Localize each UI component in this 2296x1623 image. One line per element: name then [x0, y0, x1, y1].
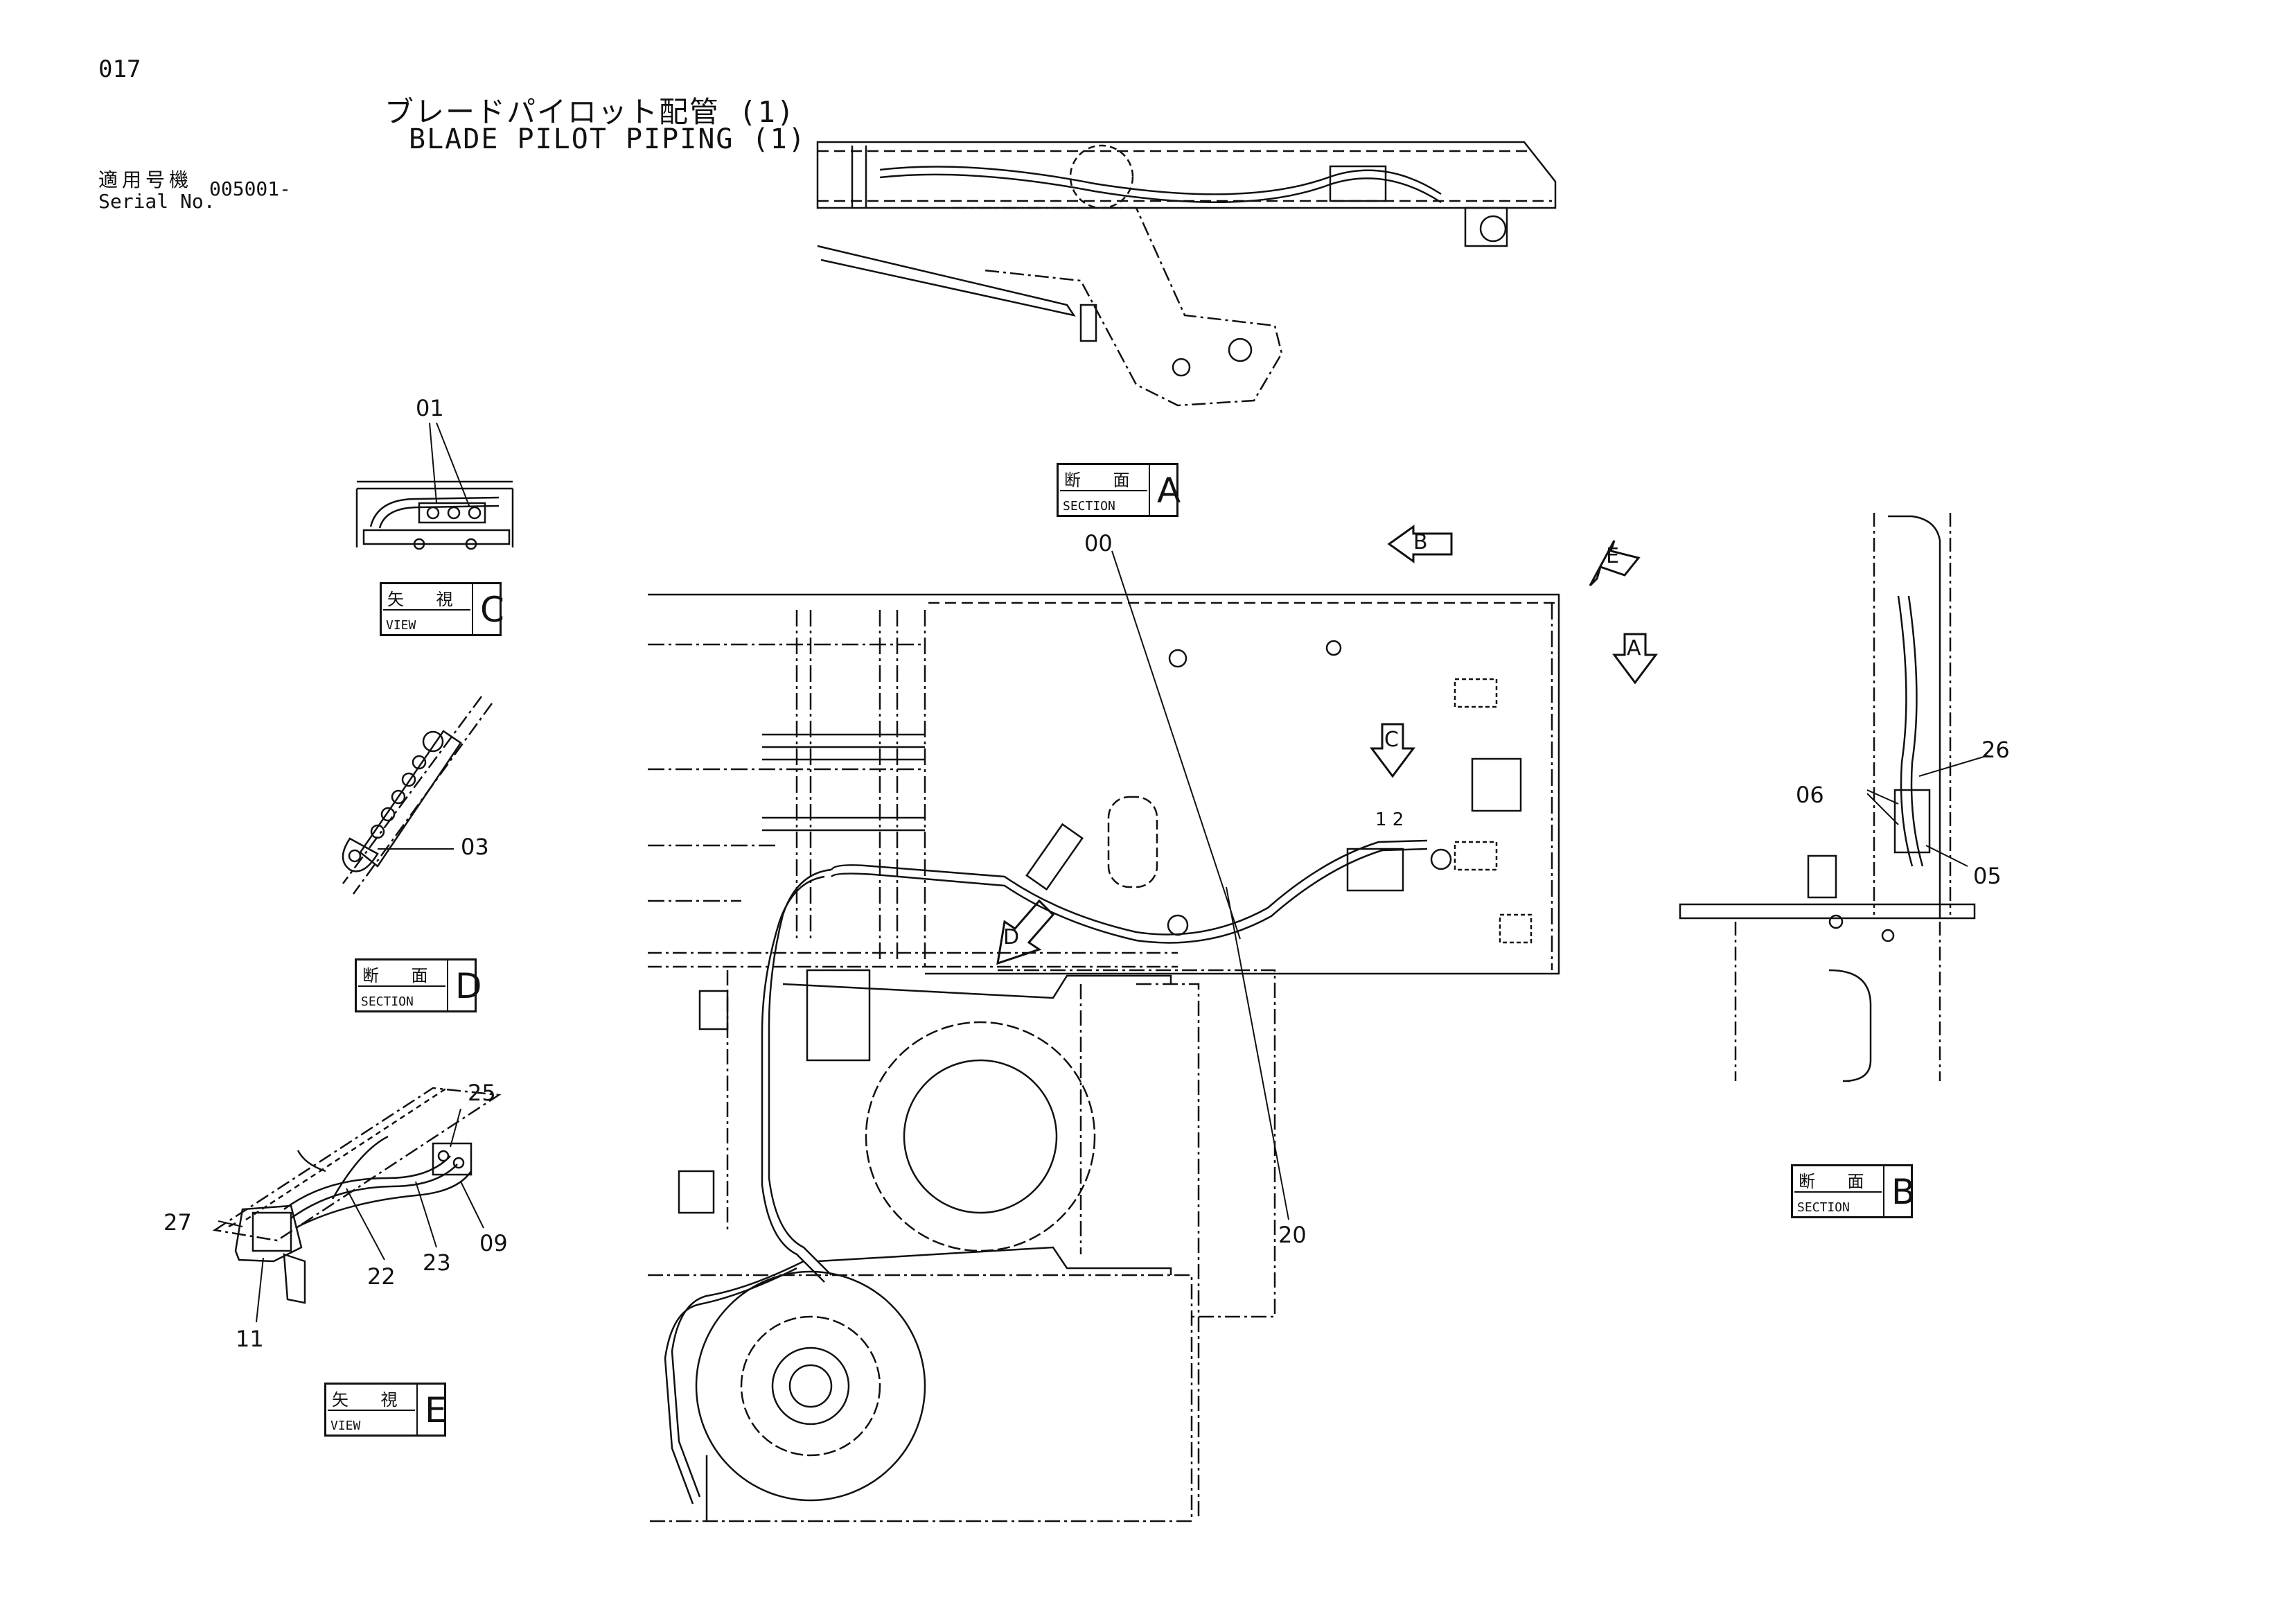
- callout-25: 25: [468, 1080, 496, 1106]
- view-e-vdivider: [416, 1385, 418, 1435]
- callout-11: 11: [236, 1326, 264, 1352]
- view-c-label-jp: 矢 視: [387, 590, 464, 609]
- section-a-divider: [1060, 490, 1147, 491]
- section-a-letter: A: [1157, 471, 1181, 511]
- view-c-letter: C: [480, 590, 504, 630]
- callout-09: 09: [479, 1230, 508, 1256]
- section-a-label-en: SECTION: [1063, 499, 1115, 514]
- page-title-en: BLADE PILOT PIPING (1): [409, 123, 806, 155]
- leader-lines: [218, 550, 1989, 1323]
- arrow-b-letter: B: [1413, 530, 1428, 554]
- serial-label-en: Serial No.: [98, 190, 215, 213]
- direction-arrows: [996, 525, 1658, 965]
- view-e-label: 矢 視 VIEW E: [324, 1383, 447, 1437]
- section-b-label-en: SECTION: [1797, 1200, 1850, 1215]
- callout-26: 26: [1981, 737, 2010, 763]
- section-d-drawing: [342, 696, 493, 895]
- view-e-letter: E: [425, 1390, 447, 1430]
- view-c-label: 矢 視 VIEW C: [380, 582, 504, 636]
- arrow-c-letter: C: [1384, 728, 1399, 752]
- callout-22: 22: [367, 1263, 396, 1290]
- arrow-d-letter: D: [1003, 925, 1020, 949]
- section-d-label: 断 面 SECTION D: [355, 958, 482, 1012]
- section-b-divider: [1794, 1191, 1882, 1193]
- section-a-label-jp: 断 面: [1064, 471, 1141, 490]
- callout-23: 23: [423, 1249, 451, 1276]
- callout-12: 1 2: [1375, 809, 1404, 830]
- callout-01: 01: [416, 395, 444, 421]
- serial-number: 005001-: [209, 177, 292, 200]
- serial-label-jp: 適用号機: [98, 168, 193, 191]
- arrow-a-letter: A: [1627, 636, 1641, 660]
- section-b-drawing: [1679, 513, 1976, 1082]
- page-title-jp: ブレードパイロット配管 (1): [385, 95, 796, 129]
- section-b-vdivider: [1883, 1166, 1884, 1216]
- section-b-label-jp: 断 面: [1799, 1172, 1875, 1191]
- callout-20: 20: [1278, 1222, 1307, 1248]
- section-d-label-jp: 断 面: [362, 966, 439, 985]
- view-c-drawing: [355, 422, 514, 550]
- section-d-divider: [358, 985, 445, 987]
- view-c-vdivider: [472, 584, 473, 634]
- section-d-vdivider: [447, 960, 448, 1010]
- top-assembly-drawing: [816, 141, 1557, 407]
- view-e-drawing: [212, 1087, 502, 1304]
- view-c-label-en: VIEW: [386, 618, 416, 633]
- section-a-vdivider: [1149, 465, 1150, 515]
- callout-05: 05: [1973, 863, 2002, 889]
- view-e-divider: [328, 1410, 415, 1411]
- view-c-divider: [383, 609, 470, 611]
- view-e-label-en: VIEW: [330, 1419, 361, 1433]
- callout-00: 00: [1084, 530, 1113, 556]
- section-d-label-en: SECTION: [361, 994, 414, 1009]
- page-number: 017: [98, 55, 141, 83]
- callout-06: 06: [1796, 782, 1824, 808]
- section-b-letter: B: [1891, 1172, 1916, 1212]
- callout-27: 27: [164, 1209, 192, 1236]
- arrow-e-letter: E: [1606, 544, 1619, 568]
- callout-03: 03: [461, 834, 489, 860]
- main-plan-drawing: [648, 593, 1560, 1523]
- section-b-label: 断 面 SECTION B: [1791, 1164, 1916, 1218]
- view-e-label-jp: 矢 視: [332, 1390, 409, 1410]
- section-d-letter: D: [455, 966, 482, 1006]
- section-a-label: 断 面 SECTION A: [1057, 463, 1181, 517]
